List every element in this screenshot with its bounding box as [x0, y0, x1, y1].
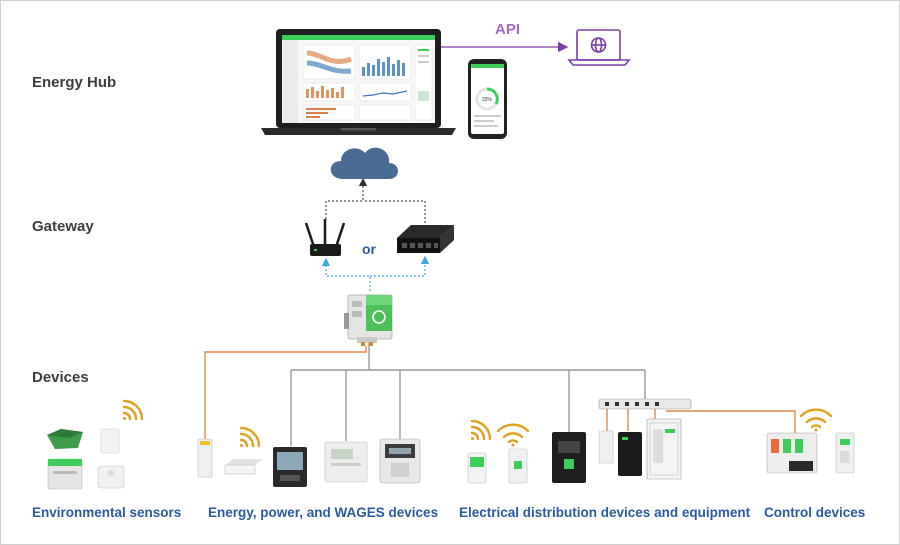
category-label-environmental: Environmental sensors [32, 505, 182, 520]
switch-to-cloud-link [363, 200, 426, 223]
smartphone-app: 33% [468, 59, 507, 139]
control-devices [766, 432, 855, 474]
web-laptop-icon [567, 29, 631, 66]
tier-label-devices: Devices [32, 369, 89, 386]
controller-to-switch-link [370, 255, 430, 277]
environmental-sensor-devices [47, 428, 125, 490]
electrical-distribution-devices [467, 398, 692, 484]
cellular-router-icon [304, 219, 346, 256]
or-label: or [362, 241, 376, 257]
ethernet-switch-icon [397, 225, 454, 253]
router-to-cloud-link [325, 177, 368, 219]
device-bus [290, 341, 646, 446]
category-label-electrical: Electrical distribution devices and equi… [459, 505, 751, 520]
edge-controller-icon [344, 294, 393, 346]
tier-label-gateway: Gateway [32, 218, 94, 235]
cloud-icon [330, 147, 398, 179]
serial-bus [204, 346, 796, 441]
category-label-control: Control devices [764, 505, 866, 520]
laptop-dashboard [261, 29, 456, 135]
api-label: API [495, 21, 521, 38]
phone-gauge-readout: 33% [482, 97, 493, 103]
tier-label-energy-hub: Energy Hub [32, 74, 117, 91]
energy-power-wages-devices [197, 438, 421, 487]
category-label-energy: Energy, power, and WAGES devices [208, 505, 439, 520]
wireless-signal-icons [122, 399, 833, 448]
controller-to-router-link [321, 257, 371, 291]
